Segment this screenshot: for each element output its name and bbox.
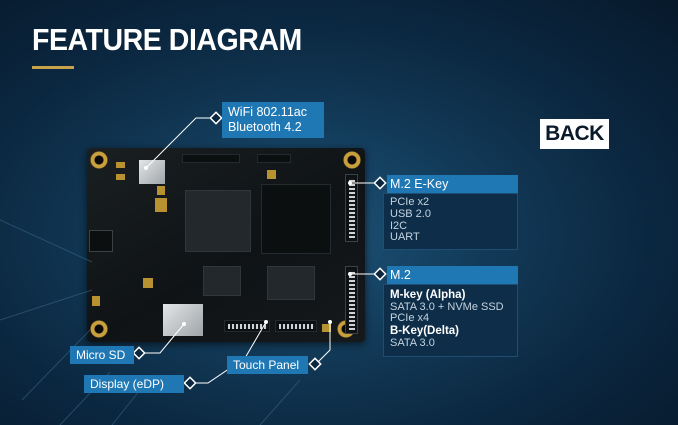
bluetooth-label: Bluetooth 4.2: [228, 120, 302, 134]
pad: [322, 324, 331, 332]
micro-sd-slot: [163, 304, 203, 336]
soc-chip: [185, 190, 251, 252]
antenna-pad: [116, 162, 125, 168]
mounting-hole: [90, 151, 108, 169]
diamond-marker: [373, 267, 387, 281]
board-image: [87, 148, 365, 342]
wifi-label: WiFi 802.11ac: [228, 105, 307, 119]
m2-ekey-item: PCIe x2: [390, 196, 430, 208]
m2-ekey-title: M.2 E-Key: [387, 175, 518, 193]
m2-ekey-details: PCIe x2 USB 2.0 I2C UART: [383, 193, 518, 250]
touch-connector: [275, 320, 317, 332]
diamond-marker: [132, 346, 146, 360]
title-underline: [32, 66, 74, 69]
top-header: [257, 154, 291, 163]
display-edp-label: Display (eDP): [84, 375, 184, 393]
ram-chip: [261, 184, 331, 254]
diamond-marker: [373, 176, 387, 190]
page-title: FEATURE DIAGRAM: [32, 22, 302, 57]
m2-bkey-line: SATA 3.0: [390, 336, 435, 349]
wifi-callout: WiFi 802.11ac Bluetooth 4.2: [222, 102, 324, 138]
wifi-module: [139, 160, 165, 184]
touch-panel-label: Touch Panel: [227, 356, 308, 374]
pad: [155, 198, 167, 212]
pad: [267, 170, 276, 179]
edp-connector: [224, 320, 270, 332]
diamond-marker: [183, 376, 197, 390]
pad: [143, 278, 153, 288]
mounting-hole: [343, 151, 361, 169]
m2-ekey-item: USB 2.0: [390, 207, 431, 220]
controller-chip: [267, 266, 315, 300]
m2-mkey-title: M-key (Alpha): [390, 289, 466, 301]
antenna-pad: [157, 186, 165, 195]
m2-mkey-line: PCIe x4: [390, 312, 430, 325]
m2-title: M.2: [387, 266, 518, 284]
m2-details: M-key (Alpha) SATA 3.0 + NVMe SSD PCIe x…: [383, 284, 518, 357]
m2-ekey-slot: [345, 174, 358, 242]
pad: [92, 296, 100, 306]
m2-slot: [345, 266, 358, 334]
back-badge[interactable]: BACK: [540, 119, 609, 149]
m2-bkey-title: B-Key(Delta): [390, 325, 460, 338]
mounting-hole: [90, 320, 108, 338]
pmic-chip: [203, 266, 241, 296]
top-header: [182, 154, 240, 163]
m2-mkey-line: SATA 3.0 + NVMe SSD: [390, 300, 504, 313]
m2-ekey-item: UART: [390, 231, 420, 244]
usb-port: [89, 230, 113, 252]
antenna-pad: [116, 174, 125, 180]
diamond-marker: [308, 357, 322, 371]
m2-ekey-item: I2C: [390, 219, 408, 232]
diamond-marker: [209, 111, 223, 125]
micro-sd-label: Micro SD: [70, 346, 134, 364]
